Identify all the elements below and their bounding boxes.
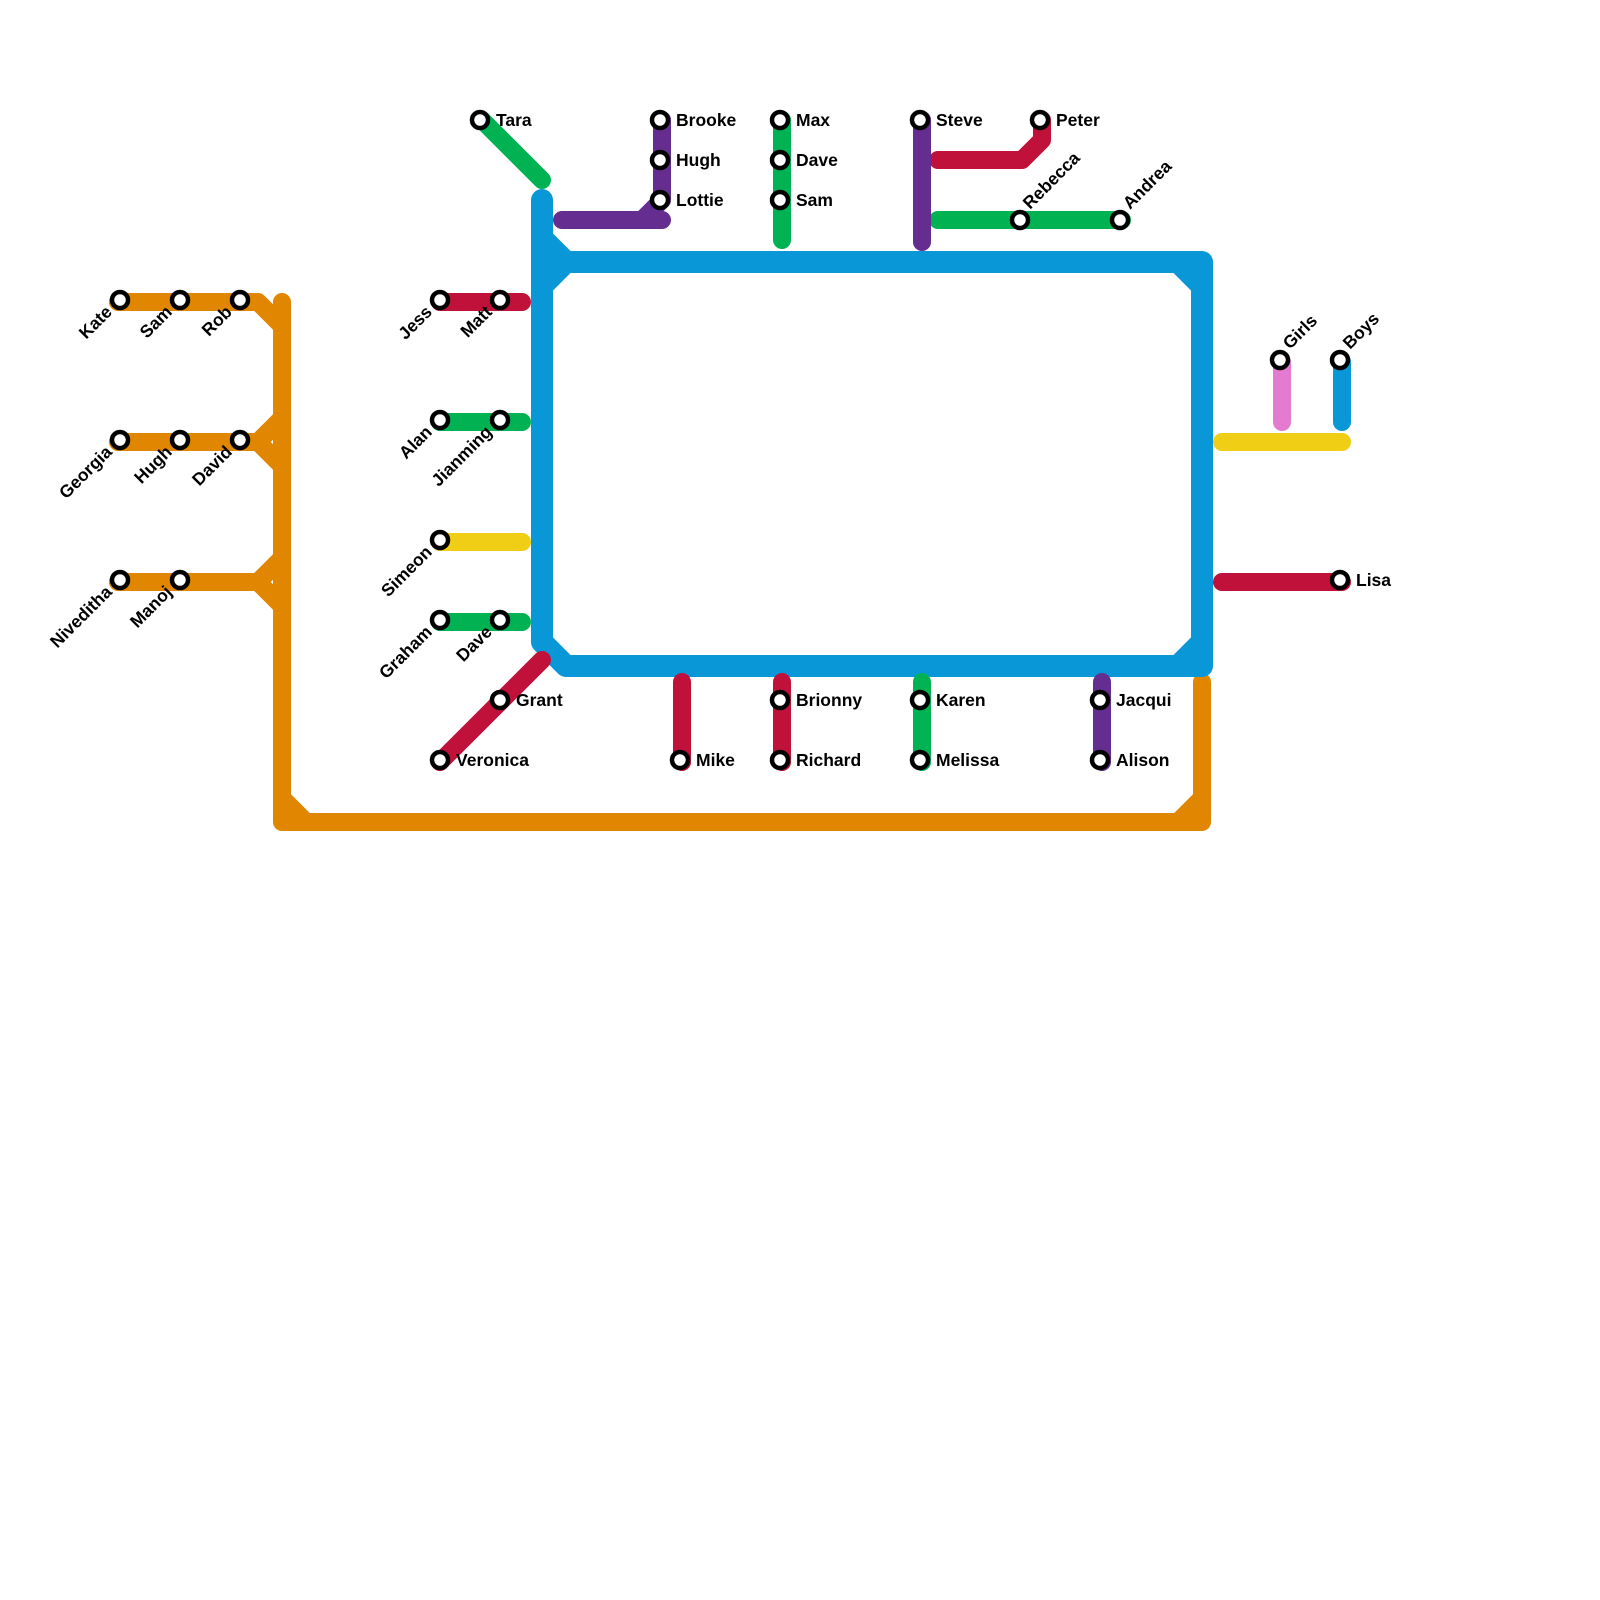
- station-label-brionny: Brionny: [796, 690, 862, 710]
- red-line-veronica-grant: [431, 651, 551, 771]
- station-label-alan: Alan: [395, 422, 436, 463]
- station-alison[interactable]: [1089, 749, 1111, 771]
- station-dave-n[interactable]: [769, 149, 791, 171]
- orange-line-bottom-left-corner: [273, 789, 315, 831]
- station-label-dave-n: Dave: [796, 150, 838, 170]
- station-melissa[interactable]: [909, 749, 931, 771]
- stations-layer: [109, 109, 1351, 771]
- station-label-lottie: Lottie: [676, 190, 724, 210]
- station-lottie[interactable]: [649, 189, 671, 211]
- blue-loop-top-connector: [531, 227, 577, 273]
- station-steve[interactable]: [909, 109, 931, 131]
- station-label-melissa: Melissa: [936, 750, 999, 770]
- station-jess[interactable]: [429, 289, 451, 311]
- station-label-alison: Alison: [1116, 750, 1169, 770]
- station-dave-w[interactable]: [489, 609, 511, 631]
- station-niveditha[interactable]: [109, 569, 131, 591]
- station-label-georgia: Georgia: [55, 442, 116, 503]
- station-label-hugh-n: Hugh: [676, 150, 721, 170]
- station-label-niveditha: Niveditha: [46, 582, 116, 652]
- station-label-jacqui: Jacqui: [1116, 690, 1171, 710]
- station-label-richard: Richard: [796, 750, 861, 770]
- station-peter[interactable]: [1029, 109, 1051, 131]
- station-label-peter: Peter: [1056, 110, 1100, 130]
- station-hugh-n[interactable]: [649, 149, 671, 171]
- station-label-tara: Tara: [496, 110, 532, 130]
- station-girls[interactable]: [1269, 349, 1291, 371]
- station-kate[interactable]: [109, 289, 131, 311]
- station-label-lisa: Lisa: [1356, 570, 1391, 590]
- station-label-brooke: Brooke: [676, 110, 737, 130]
- station-max[interactable]: [769, 109, 791, 131]
- orange-line-bottom-right-corner: [1169, 789, 1211, 831]
- lines-layer: [109, 111, 1351, 831]
- station-label-andrea: Andrea: [1119, 156, 1176, 213]
- station-label-girls: Girls: [1279, 310, 1322, 353]
- blue-loop: [531, 189, 1213, 677]
- station-sam-w[interactable]: [169, 289, 191, 311]
- station-label-simeon: Simeon: [377, 542, 436, 601]
- station-label-kate: Kate: [75, 302, 116, 343]
- station-hugh-w[interactable]: [169, 429, 191, 451]
- station-lisa[interactable]: [1329, 569, 1351, 591]
- station-jacqui[interactable]: [1089, 689, 1111, 711]
- orange-line-trunk: [273, 293, 1211, 831]
- station-graham[interactable]: [429, 609, 451, 631]
- station-boys[interactable]: [1329, 349, 1351, 371]
- station-sam-n[interactable]: [769, 189, 791, 211]
- station-label-jianming: Jianming: [427, 422, 495, 490]
- station-label-veronica: Veronica: [456, 750, 529, 770]
- station-label-sam-n: Sam: [796, 190, 833, 210]
- station-rob[interactable]: [229, 289, 251, 311]
- station-brooke[interactable]: [649, 109, 671, 131]
- station-label-jess: Jess: [394, 302, 436, 344]
- station-brionny[interactable]: [769, 689, 791, 711]
- station-label-boys: Boys: [1339, 308, 1384, 353]
- purple-line-brooke-hugh-lottie: [553, 111, 671, 229]
- station-simeon[interactable]: [429, 529, 451, 551]
- blue-loop-bottom-right-corner: [1167, 631, 1213, 677]
- station-karen[interactable]: [909, 689, 931, 711]
- station-label-karen: Karen: [936, 690, 986, 710]
- station-matt[interactable]: [489, 289, 511, 311]
- station-andrea[interactable]: [1109, 209, 1131, 231]
- station-alan[interactable]: [429, 409, 451, 431]
- station-veronica[interactable]: [429, 749, 451, 771]
- station-label-mike: Mike: [696, 750, 735, 770]
- station-label-steve: Steve: [936, 110, 983, 130]
- station-mike[interactable]: [669, 749, 691, 771]
- station-rebecca[interactable]: [1009, 209, 1031, 231]
- station-richard[interactable]: [769, 749, 791, 771]
- station-label-max: Max: [796, 110, 830, 130]
- station-jianming[interactable]: [489, 409, 511, 431]
- green-line-tara: [473, 111, 551, 189]
- station-georgia[interactable]: [109, 429, 131, 451]
- station-manoj[interactable]: [169, 569, 191, 591]
- station-tara[interactable]: [469, 109, 491, 131]
- station-label-graham: Graham: [375, 622, 436, 683]
- station-label-grant: Grant: [516, 690, 563, 710]
- station-david[interactable]: [229, 429, 251, 451]
- blue-loop-top-right-corner: [1167, 251, 1213, 297]
- station-grant[interactable]: [489, 689, 511, 711]
